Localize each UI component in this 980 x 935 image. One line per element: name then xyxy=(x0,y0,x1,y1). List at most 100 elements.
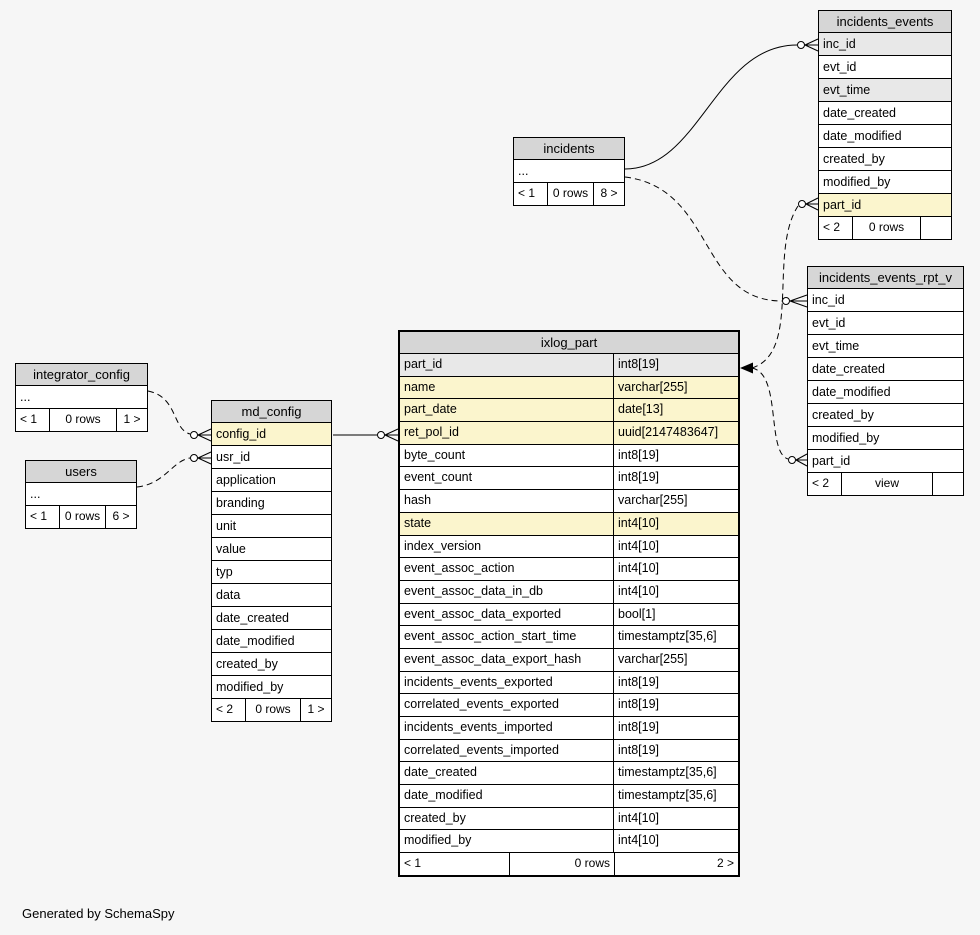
column-name: event_assoc_action_start_time xyxy=(400,626,614,648)
column-type: int8[19] xyxy=(618,674,660,689)
column-name: evt_id xyxy=(812,316,846,330)
column-type: timestamptz[35,6] xyxy=(618,788,717,803)
table-title-incidents_events[interactable]: incidents_events xyxy=(819,11,951,33)
column-name: part_id xyxy=(823,198,862,212)
column-name: evt_id xyxy=(823,60,857,74)
column-type: int8[19] xyxy=(618,697,660,712)
column-name: created_by xyxy=(812,408,874,422)
column-row-branding: branding xyxy=(212,492,331,515)
column-name: date_modified xyxy=(812,385,891,399)
column-row-part_id: part_id xyxy=(819,194,951,217)
column-name: incidents_events_imported xyxy=(400,717,614,739)
column-row-created_by: created_by xyxy=(808,404,963,427)
column-name: evt_time xyxy=(812,339,860,353)
column-name: part_id xyxy=(812,454,851,468)
table-title-md_config[interactable]: md_config xyxy=(212,401,331,423)
column-type: int4[10] xyxy=(618,833,660,848)
column-name: date_created xyxy=(400,762,614,785)
column-name: date_created xyxy=(823,106,896,120)
column-row-unit: unit xyxy=(212,515,331,538)
column-name: application xyxy=(216,473,276,487)
column-row-evt_id: evt_id xyxy=(808,312,963,335)
fk-out-count: 1 > xyxy=(307,702,325,716)
column-type: int4[10] xyxy=(618,538,660,553)
column-row-part_id: part_id xyxy=(808,450,963,473)
table-title-incidents[interactable]: incidents xyxy=(514,138,624,160)
table-title-ixlog_part[interactable]: ixlog_part xyxy=(400,332,738,354)
fk-out-count xyxy=(921,217,951,239)
column-name: inc_id xyxy=(823,37,856,51)
column-row-date_created: date_created xyxy=(212,607,331,630)
column-row-inc_id: inc_id xyxy=(808,289,963,312)
row-count: view xyxy=(842,473,933,495)
column-name: event_assoc_data_export_hash xyxy=(400,648,614,671)
column-row-date_created: date_created xyxy=(819,102,951,125)
relation-incidents-to-incidents_events xyxy=(624,44,798,170)
row-count: 0 rows xyxy=(60,506,106,528)
column-type: int8[19] xyxy=(618,447,660,462)
column-name: branding xyxy=(216,496,265,510)
table-title-incidents_events_rpt_v[interactable]: incidents_events_rpt_v xyxy=(808,267,963,289)
column-name: event_count xyxy=(400,467,614,490)
column-name: date_created xyxy=(812,362,885,376)
column-name: part_id xyxy=(400,354,614,376)
column-name: modified_by xyxy=(823,175,891,189)
column-name: unit xyxy=(216,519,237,533)
fk-in-count: < 1 xyxy=(514,183,548,205)
zero-circle-markers xyxy=(190,41,806,464)
column-type: int8[19] xyxy=(618,470,660,485)
column-row-date_created: date_created xyxy=(808,358,963,381)
column-row-modified_by: modified_by xyxy=(808,427,963,450)
fk-in-count: < 1 xyxy=(26,506,60,528)
column-name: inc_id xyxy=(812,293,845,307)
relation-incidents-to-incidents_events_rpt_v xyxy=(624,176,783,302)
column-row-index_version: index_version int4[10] xyxy=(400,535,738,559)
row-count: 0 rows xyxy=(50,409,117,431)
column-row-byte_count: byte_count int8[19] xyxy=(400,444,738,468)
row-count: 0 rows xyxy=(246,699,301,721)
relation-users-to-md_config xyxy=(136,457,191,488)
fk-in-count: < 2 xyxy=(819,217,853,239)
column-row-date_modified: date_modified xyxy=(808,381,963,404)
column-name: incidents_events_exported xyxy=(400,671,614,694)
row-count: 0 rows xyxy=(510,853,615,876)
column-row-evt_time: evt_time xyxy=(819,79,951,102)
column-row-data: data xyxy=(212,584,331,607)
column-row-modified_by: modified_by xyxy=(212,676,331,699)
column-type: uuid[2147483647] xyxy=(618,425,719,440)
row-count: 0 rows xyxy=(853,217,921,239)
column-name: index_version xyxy=(400,535,614,558)
column-name: state xyxy=(400,512,614,535)
column-type: int4[10] xyxy=(618,810,660,825)
column-name: created_by xyxy=(823,152,885,166)
column-name: correlated_events_imported xyxy=(400,739,614,762)
table-title-users[interactable]: users xyxy=(26,461,136,483)
fk-in-count: < 2 xyxy=(212,699,246,721)
column-name: config_id xyxy=(216,427,267,441)
column-name: event_assoc_action xyxy=(400,558,614,580)
column-type: bool[1] xyxy=(618,606,656,621)
column-name: byte_count xyxy=(400,444,614,467)
column-name: usr_id xyxy=(216,450,251,464)
column-type: date[13] xyxy=(618,402,664,417)
table-title-integrator_config[interactable]: integrator_config xyxy=(16,364,147,386)
arrowhead-ixlog_part-part_id xyxy=(740,362,753,374)
column-row-modified_by: modified_by xyxy=(819,171,951,194)
column-name: ... xyxy=(30,487,41,501)
